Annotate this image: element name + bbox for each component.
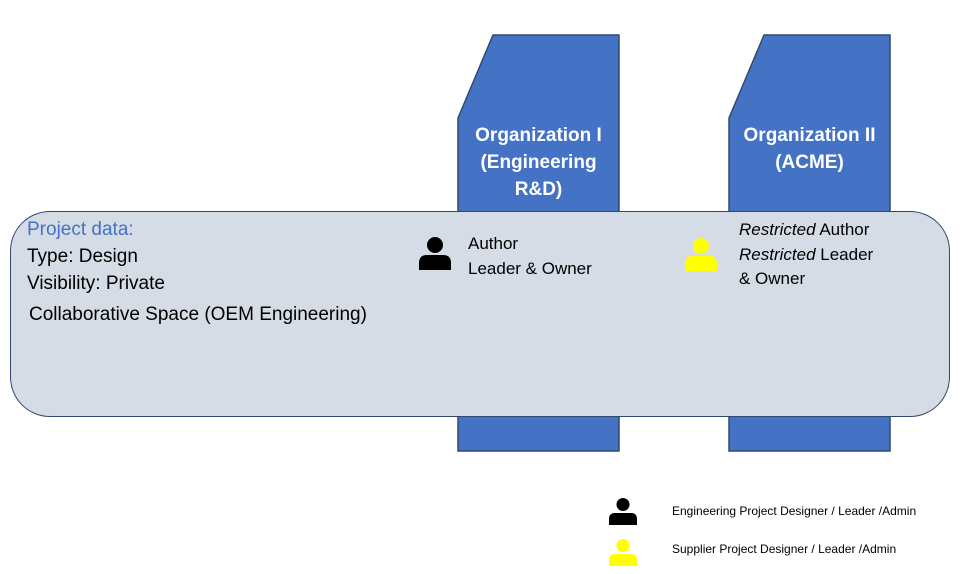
- collaborative-space-name: Collaborative Space (OEM Engineering): [29, 304, 367, 325]
- org2-role-owner: & Owner: [739, 269, 806, 288]
- legend-supplier-label: Supplier Project Designer / Leader /Admi…: [672, 542, 897, 556]
- project-visibility: Visibility: Private: [27, 273, 165, 294]
- legend-engineering-label: Engineering Project Designer / Leader /A…: [672, 504, 917, 518]
- project-data: Project data: Type: Design Visibility: P…: [27, 216, 367, 328]
- person-icon-black: [418, 236, 452, 275]
- org1-role-leader-owner: Leader & Owner: [468, 258, 592, 278]
- project-type: Type: Design: [27, 246, 138, 267]
- org2-role-leader: Restricted Leader: [739, 244, 874, 264]
- organization-1-title: Organization I (Engineering R&D): [475, 125, 602, 200]
- project-data-header: Project data:: [27, 219, 134, 240]
- restricted-label: Restricted: [739, 220, 816, 239]
- org2-roles: Restricted Author Restricted Leader & Ow…: [739, 218, 873, 292]
- organization-2-title: Organization II (ACME): [743, 125, 876, 173]
- org1-role-author: Author: [468, 234, 519, 253]
- org2-role-author: Restricted Author: [739, 220, 870, 239]
- collaborative-space-panel: [10, 211, 950, 417]
- org1-roles: Author Leader & Owner: [468, 232, 592, 281]
- legend-engineering-icon: [608, 497, 638, 530]
- restricted-label: Restricted: [739, 244, 816, 264]
- legend-supplier-icon: [608, 538, 638, 571]
- person-icon-yellow: [684, 237, 718, 276]
